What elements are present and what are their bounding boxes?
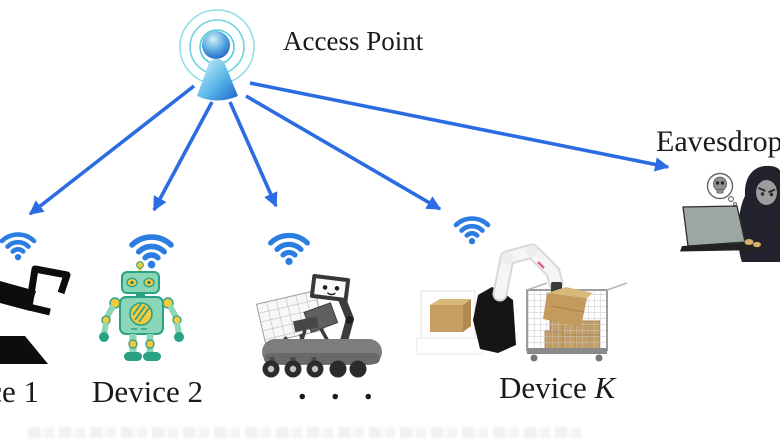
eavesdropper-label: Eavesdropper xyxy=(656,125,780,158)
rover-robot-icon xyxy=(255,274,382,378)
arrow-to-device-2 xyxy=(152,101,214,212)
toy-robot-icon xyxy=(99,261,184,361)
arrow-to-device-1 xyxy=(28,84,196,216)
hooded-hacker-laptop-icon xyxy=(680,165,780,262)
arrow-to-eavesdropper xyxy=(249,81,670,172)
arrow-to-device-dots xyxy=(228,101,278,208)
device-ellipsis-label: . . . xyxy=(298,370,381,407)
robotic-gripper-arm-icon xyxy=(0,265,71,364)
access-point-label: Access Point xyxy=(283,26,424,56)
warehouse-robot-icon xyxy=(416,243,628,362)
device-1-label: Device 1 xyxy=(0,374,40,409)
device-k-variable: K xyxy=(594,370,616,405)
device-2-label: Device 2 xyxy=(92,374,204,409)
wifi-icon xyxy=(456,218,488,244)
downlink-arrows xyxy=(28,81,670,216)
antenna-broadcast-icon xyxy=(179,9,255,101)
device-k-label: Device K xyxy=(499,370,616,405)
cropped-text-strip xyxy=(28,427,584,438)
arrow-to-device-k xyxy=(245,94,442,211)
wifi-icon xyxy=(2,234,34,260)
wifi-icon xyxy=(271,236,308,265)
